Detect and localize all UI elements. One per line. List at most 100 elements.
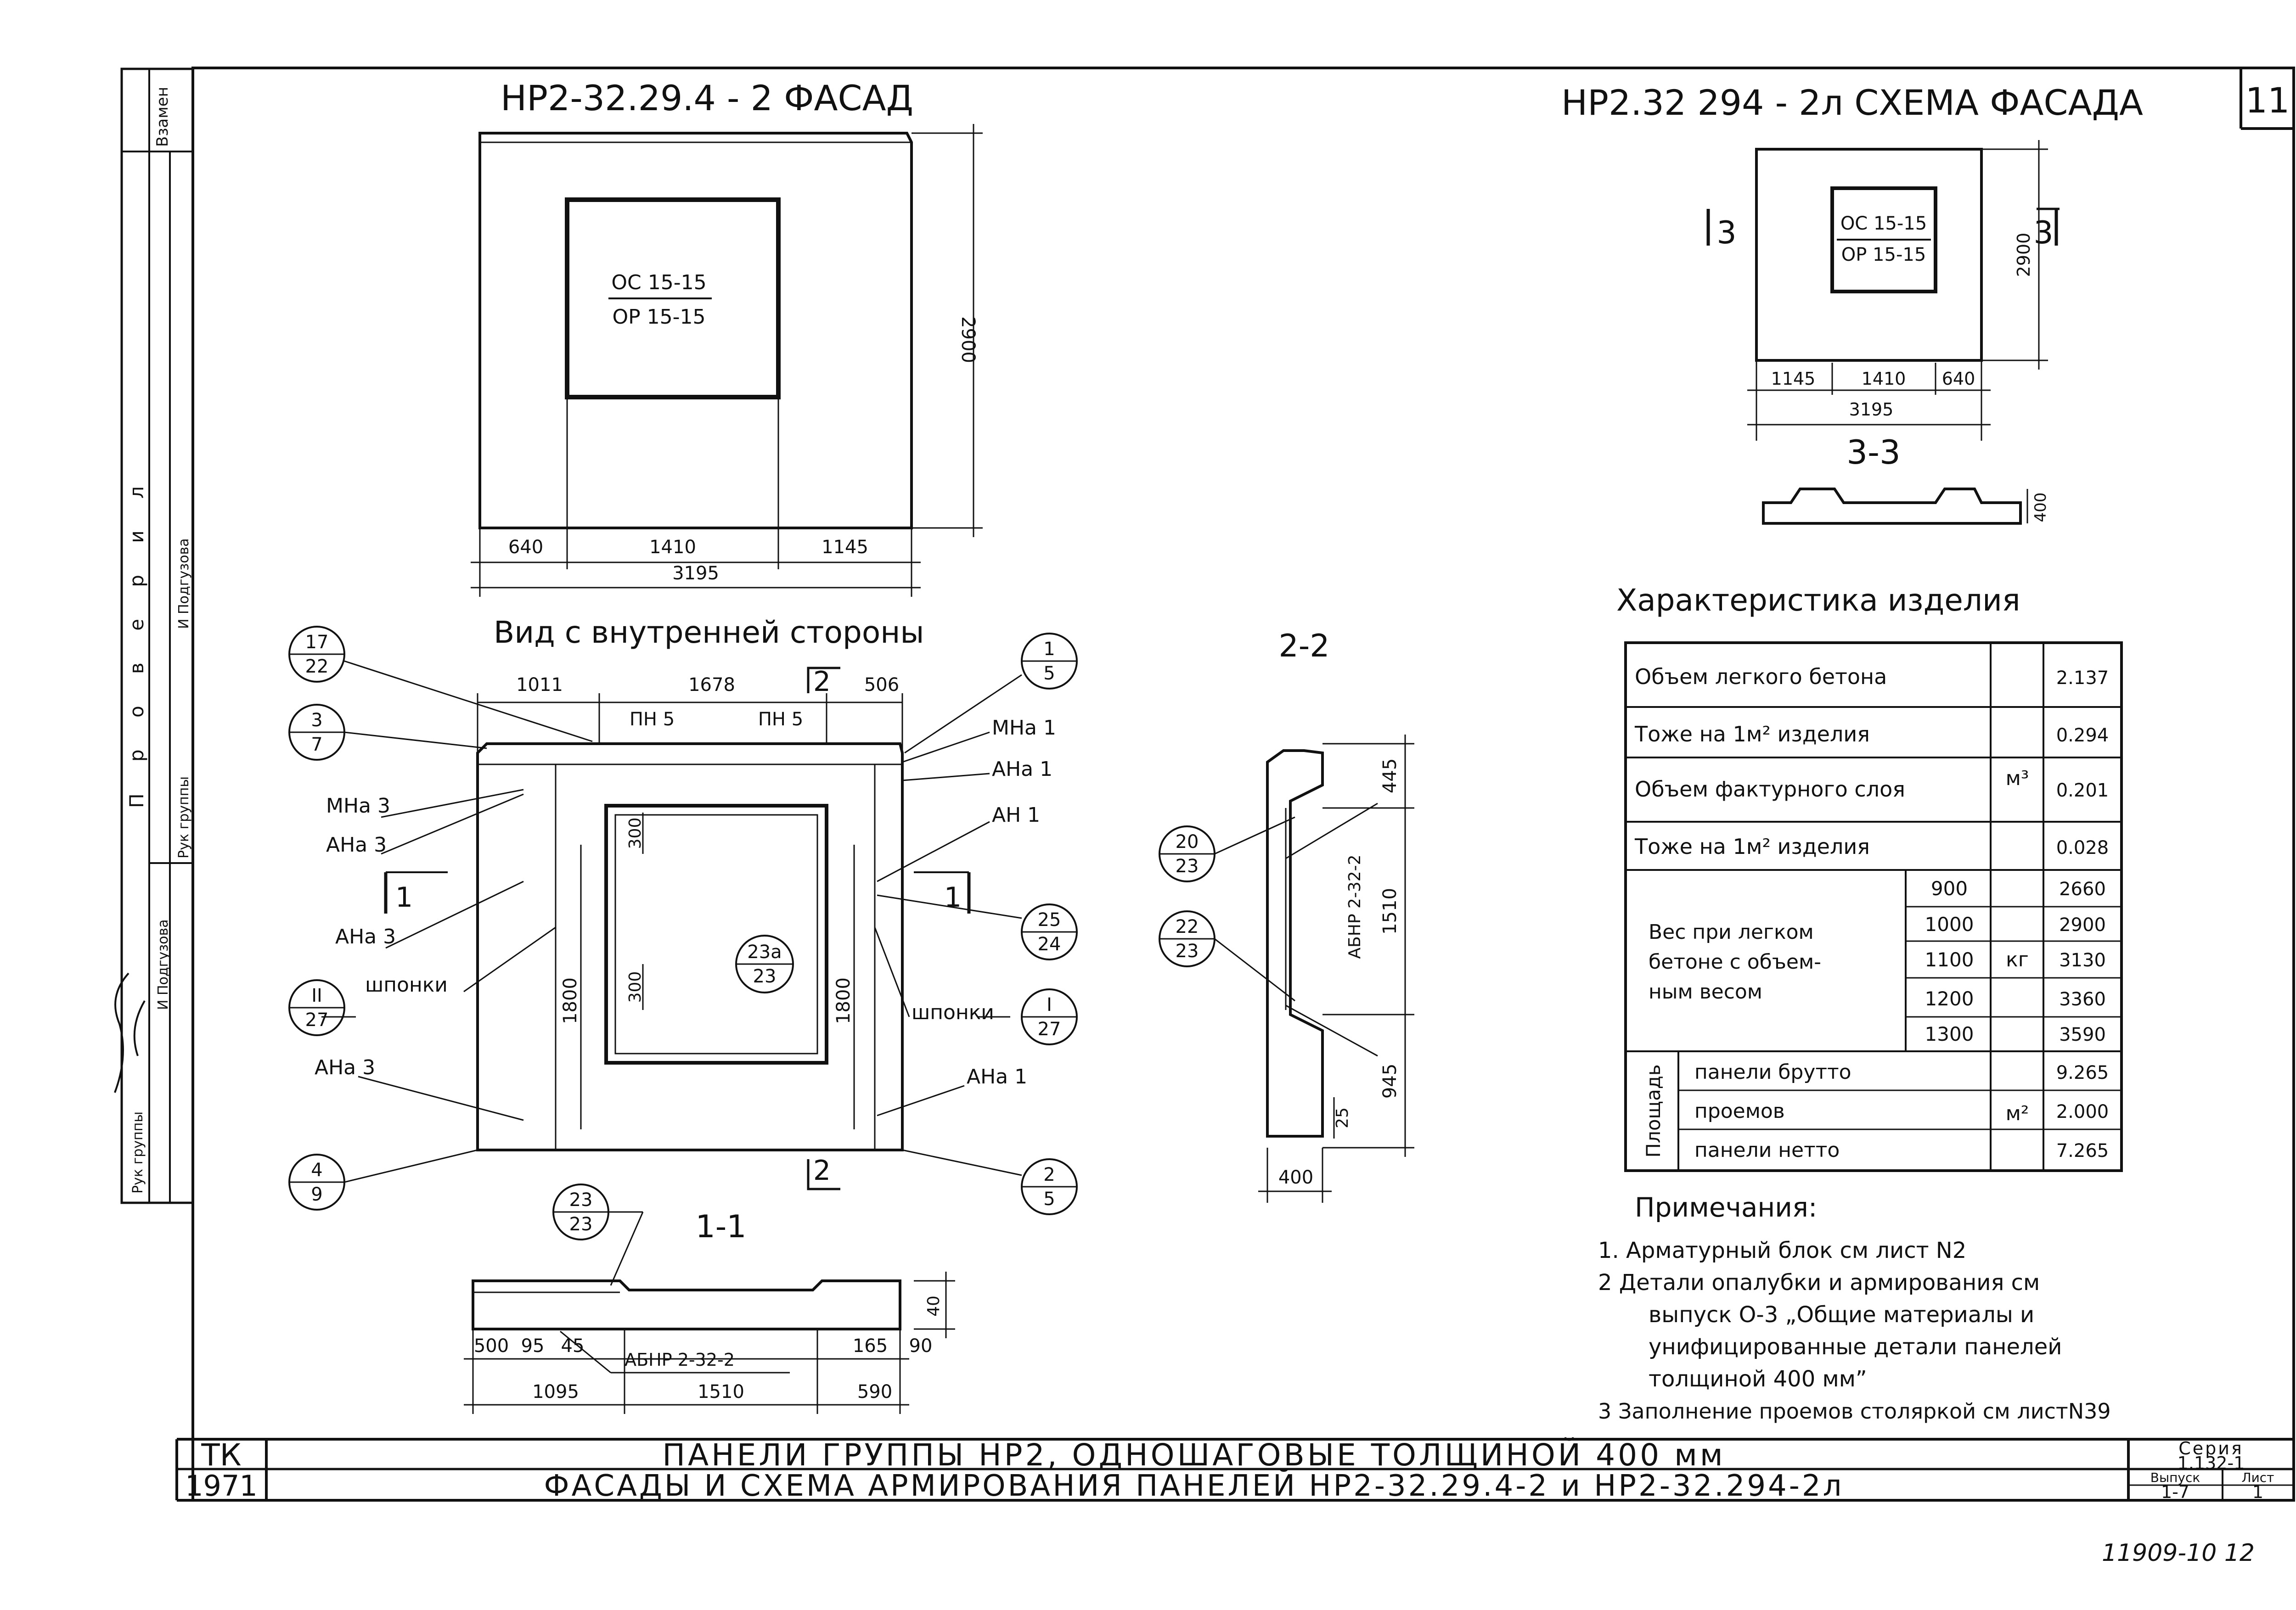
notes-line-6: 3 Заполнение проемов столяркой см листN3… (1598, 1399, 2111, 1424)
facade-dim-mid: 1410 (649, 537, 696, 558)
section-2-2-dim-945: 945 (1379, 1064, 1401, 1099)
title-block-list-label: Лист (2242, 1470, 2274, 1485)
scheme-cut-left: 3 (1716, 215, 1736, 251)
scheme-title: НР2.32 294 - 2л СХЕМА ФАСАДА (1561, 82, 2143, 123)
section-1-1-circle-bottom: 23 (569, 1214, 593, 1235)
char-weight-5-value: 3590 (2059, 1024, 2106, 1045)
facade-panel (478, 132, 913, 529)
scheme-window-label-bottom: ОР 15-15 (1841, 244, 1926, 265)
char-weight-3-density: 1100 (1925, 948, 1974, 971)
title-block-seria-label: Серия (2178, 1438, 2244, 1459)
inner-view-circle-markers (288, 626, 1078, 1215)
section-1-1-profile (472, 1279, 901, 1330)
scheme-dim-right: 640 (1942, 369, 1975, 389)
circle-ii-bottom: 27 (305, 1010, 329, 1031)
section-1-1-dim-590: 590 (857, 1381, 892, 1402)
section-1-1-block-label: АБНР 2-32-2 (625, 1350, 735, 1370)
char-weight-label-3: ным весом (1649, 980, 1762, 1004)
char-area-2-label: проемов (1694, 1100, 1785, 1123)
section-1-1-dim-40: 40 (924, 1296, 943, 1317)
inner-view-pn-right: ПН 5 (758, 709, 803, 730)
circle-2-top: 2 (1043, 1164, 1055, 1185)
char-unit-m3: м³ (2006, 767, 2029, 790)
title-block-grid (175, 1438, 2294, 1502)
side-stamp-i-podguzova-1: И Подгузова (176, 538, 192, 629)
char-weight-1-density: 900 (1931, 877, 1968, 900)
circle-4-top: 4 (311, 1160, 322, 1181)
notes-line-4: унифицированные детали панелей (1649, 1334, 2062, 1360)
inner-view-dim-300-bottom: 300 (626, 971, 645, 1003)
char-weight-2-density: 1000 (1925, 913, 1974, 936)
circle-1-top: 1 (1043, 639, 1055, 660)
circle-i-bottom: 27 (1038, 1019, 1061, 1040)
section-2-2-circle-a-bottom: 23 (1176, 856, 1199, 877)
title-block-vypusk-value: 1-7 (2161, 1482, 2189, 1502)
signature-scribble (114, 972, 146, 1093)
facade-dimension-lines (471, 124, 983, 597)
characteristics-title: Характеристика изделия (1616, 583, 2020, 618)
section-1-1-circle-marker (552, 1184, 644, 1286)
side-stamp-i-podguzova-2: И Подгузова (155, 919, 171, 1010)
inner-view-label-ana3-c: АНа 3 (315, 1056, 375, 1079)
section-2-2-circle-a-top: 20 (1176, 831, 1199, 853)
inner-view-label-ana1-b: АНа 1 (967, 1065, 1027, 1088)
title-block-seria-value: 1.132-1 (2178, 1453, 2245, 1473)
section-2-2-circle-b-top: 22 (1176, 916, 1199, 937)
char-row-4-label: Тоже на 1м² изделия (1634, 834, 1870, 859)
inner-view-title: Вид с внутренней стороны (494, 615, 924, 650)
char-area-3-value: 7.265 (2056, 1140, 2109, 1161)
section-2-2-dim-445: 445 (1379, 758, 1401, 793)
circle-2-bottom: 5 (1043, 1189, 1055, 1210)
circle-3-bottom: 7 (311, 734, 322, 755)
facade-dim-total: 3195 (672, 563, 719, 584)
section-2-2-dim-400: 400 (1278, 1167, 1313, 1188)
side-stamp-vzamen: Взамен (153, 87, 172, 147)
circle-4-bottom: 9 (311, 1184, 322, 1205)
inner-view-cut-1-left: 1 (395, 881, 413, 914)
char-area-3-label: панели нетто (1694, 1139, 1840, 1162)
inner-view-label-mna3: МНа 3 (326, 794, 390, 818)
section-2-2-dim-25: 25 (1333, 1107, 1352, 1128)
scheme-section-title: 3-3 (1846, 433, 1901, 471)
scheme-window-label-top: ОС 15-15 (1840, 213, 1927, 234)
scheme-section-profile (1762, 488, 2022, 525)
inner-view-cut-2-markers (384, 667, 971, 1190)
section-1-1-dim-90: 90 (909, 1335, 933, 1357)
scheme-dim-total: 3195 (1849, 399, 1894, 420)
section-1-1-dim-1095: 1095 (532, 1381, 579, 1402)
section-2-2-block-label: АБНР 2-32-2 (1345, 854, 1364, 959)
side-stamp-ruk-gruppy-2: Рук группы (130, 1111, 146, 1194)
characteristics-table-grid (1624, 641, 2123, 1172)
inner-view-dim-top-mid: 1678 (688, 674, 735, 696)
circle-17-bottom: 22 (305, 656, 329, 677)
section-1-1-dim-165: 165 (853, 1335, 888, 1357)
notes-line-5: толщиной 400 мм” (1649, 1366, 1867, 1392)
section-1-1-title: 1-1 (695, 1209, 746, 1245)
inner-view-label-mna1: МНа 1 (992, 716, 1056, 740)
scheme-dimension-lines (1747, 140, 2048, 441)
circle-1-bottom: 5 (1043, 663, 1055, 684)
section-1-1-dim-1510: 1510 (698, 1381, 744, 1402)
section-2-2-dim-1510: 1510 (1379, 888, 1401, 935)
char-row-3-label: Объем фактурного слоя (1635, 777, 1905, 802)
circle-i-top: I (1047, 994, 1052, 1015)
circle-3-top: 3 (311, 710, 322, 731)
char-weight-label-1: Вес при легком (1649, 920, 1814, 944)
section-2-2-circle-markers (1159, 816, 1295, 1002)
section-1-1-dim-95: 95 (521, 1335, 545, 1357)
char-row-1-label: Объем легкого бетона (1635, 664, 1887, 689)
scheme-section-dim: 400 (2032, 493, 2050, 522)
inner-view-label-shponki-right: шпонки (912, 1001, 994, 1024)
archive-number: 11909-10 12 (2102, 1539, 2255, 1567)
char-row-2-value: 0.294 (2056, 725, 2109, 746)
circle-17-top: 17 (305, 632, 329, 653)
char-unit-m2: м² (2006, 1102, 2029, 1125)
facade-title: НР2-32.29.4 - 2 ФАСАД (501, 78, 913, 118)
inner-view-label-an1: АН 1 (992, 803, 1040, 827)
section-1-1-dim-45: 45 (561, 1335, 585, 1357)
char-area-1-label: панели брутто (1694, 1060, 1851, 1084)
char-area-2-value: 2.000 (2056, 1101, 2109, 1122)
section-2-2-title: 2-2 (1278, 628, 1329, 664)
char-weight-2-value: 2900 (2059, 914, 2106, 936)
inner-view-label-ana3-b: АНа 3 (335, 925, 396, 948)
